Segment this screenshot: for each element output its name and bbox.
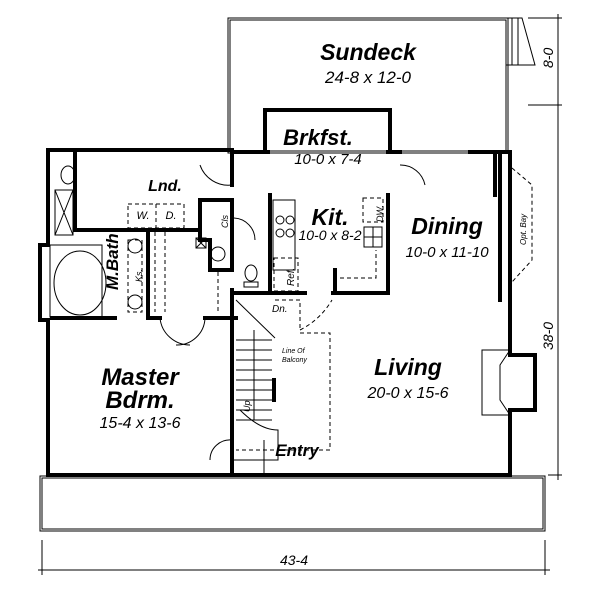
lnd-label: Lnd. — [148, 178, 182, 195]
balcony-label-1: Line Of — [282, 348, 306, 355]
mbath-label: M.Bath — [103, 233, 122, 290]
living-size: 20-0 x 15-6 — [367, 385, 449, 402]
kit-label: Kit. — [311, 204, 348, 230]
living-label: Living — [374, 354, 442, 380]
ref-label: Ref. — [286, 268, 297, 286]
ks-label: Ks. — [134, 269, 144, 282]
washer-label: W. — [136, 210, 149, 222]
sundeck-outline — [227, 17, 536, 154]
dryer-label: D. — [166, 210, 177, 222]
entry-label: Entry — [275, 441, 320, 460]
dishwasher-label: DW. — [375, 205, 385, 222]
brkfst-label: Brkfst. — [283, 125, 353, 150]
fixtures — [49, 164, 533, 475]
brkfst-size: 10-0 x 7-4 — [294, 151, 362, 168]
depth-dimension: 38-0 — [540, 322, 556, 350]
interior-walls — [50, 148, 502, 477]
dimension-lines — [38, 14, 562, 575]
dining-size: 10-0 x 11-10 — [405, 244, 489, 261]
sundeck-size: 24-8 x 12-0 — [324, 68, 412, 87]
width-dimension: 43-4 — [280, 552, 308, 568]
exterior-walls — [38, 108, 537, 477]
stairs — [234, 299, 279, 461]
porch-outline — [39, 475, 546, 532]
kit-size: 10-0 x 8-2 — [298, 227, 361, 243]
master-size: 15-4 x 13-6 — [100, 415, 181, 432]
deck-dimension: 8-0 — [540, 48, 556, 68]
down-label: Dn. — [272, 304, 288, 315]
balcony-label-2: Balcony — [282, 357, 307, 364]
master-label: Master — [101, 364, 180, 391]
master-label-2: Bdrm. — [105, 387, 174, 414]
dining-label: Dining — [411, 213, 483, 239]
up-label: Up — [242, 400, 252, 412]
sundeck-label: Sundeck — [320, 39, 417, 65]
opt-bay-label: Opt. Bay — [519, 213, 528, 245]
closet-label: Cls — [220, 215, 230, 228]
